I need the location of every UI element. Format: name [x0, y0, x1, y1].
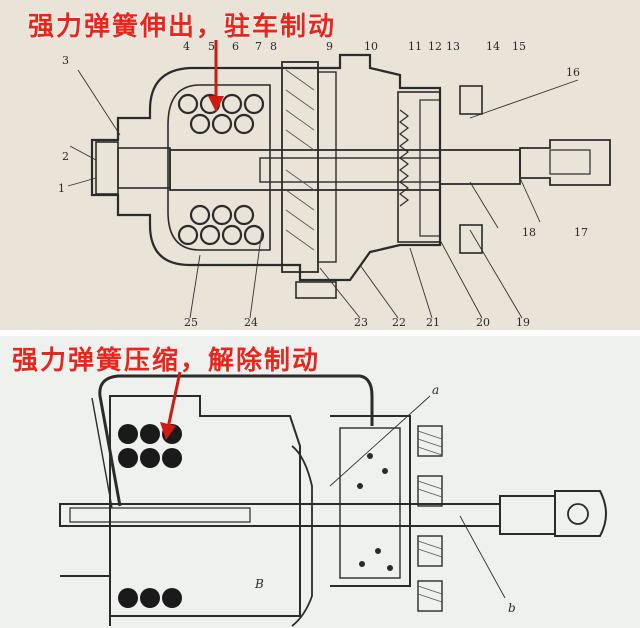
part-number: 18: [522, 226, 536, 239]
label-B: B: [254, 577, 264, 591]
spring-brake-chamber-compressed-drawing: a b B: [59, 371, 607, 627]
caption-spring-extended-parking-brake: 强力弹簧伸出，驻车制动: [28, 12, 337, 42]
part-number: 5: [208, 40, 215, 53]
part-number: 12: [428, 40, 442, 53]
part-number: 17: [574, 226, 588, 239]
part-number: 10: [364, 40, 378, 53]
part-number: 13: [446, 40, 460, 53]
spring-brake-chamber-extended-drawing: 2 1 3 4 5 6 7 8 9 10 11 12 13 14 15 16 1…: [58, 40, 611, 329]
part-number: 22: [392, 316, 406, 329]
spring-housing-outline: [90, 53, 442, 282]
red-arrow-icon: [208, 40, 224, 112]
part-number: 8: [270, 40, 277, 53]
part-number: 16: [566, 66, 580, 79]
red-arrow-icon: [160, 371, 182, 440]
part-number: 3: [62, 54, 69, 67]
part-number: 20: [476, 316, 490, 329]
diagram-spring-compressed-panel: a b B 强力弹簧压缩，解除制动: [0, 336, 640, 628]
part-number: 7: [255, 40, 262, 53]
part-number: 4: [183, 40, 190, 53]
part-number: 11: [408, 40, 422, 53]
caption-spring-compressed-brake-release: 强力弹簧压缩，解除制动: [12, 346, 321, 376]
part-number: 24: [244, 316, 258, 329]
part-number-labels: 2 1 3 4 5 6 7 8 9 10 11 12 13 14 15 16 1…: [58, 40, 588, 329]
diagram-spring-extended-panel: 2 1 3 4 5 6 7 8 9 10 11 12 13 14 15 16 1…: [0, 0, 640, 330]
part-number: 25: [184, 316, 198, 329]
part-number: 1: [58, 182, 65, 195]
part-number: 2: [62, 150, 69, 163]
diagram-letter-labels: a b B: [254, 383, 516, 615]
part-number: 9: [326, 40, 333, 53]
part-number: 23: [354, 316, 368, 329]
label-a: a: [432, 383, 439, 397]
part-number: 21: [426, 316, 440, 329]
part-number: 19: [516, 316, 530, 329]
part-number: 15: [512, 40, 526, 53]
label-b: b: [508, 601, 516, 615]
part-number: 14: [486, 40, 500, 53]
part-number: 6: [232, 40, 239, 53]
